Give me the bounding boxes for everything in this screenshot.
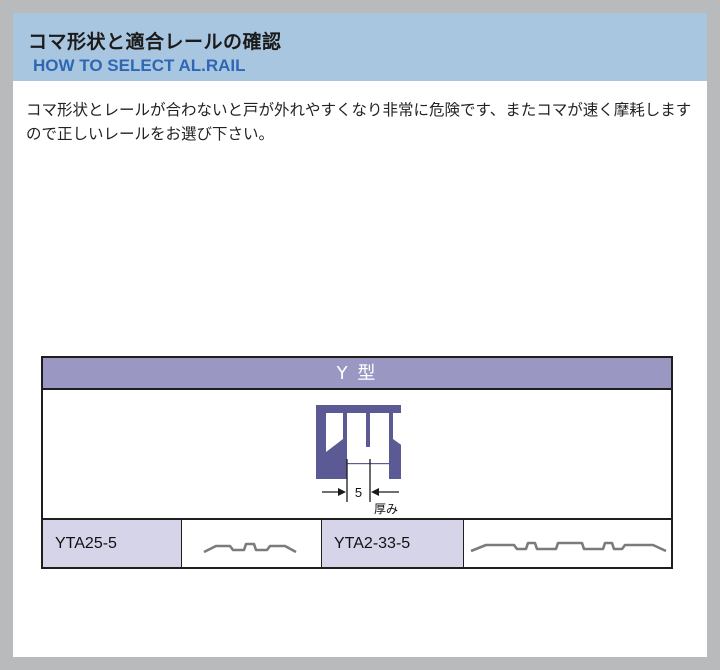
roller-cross-section-icon: 5 厚み: [316, 405, 411, 516]
roller-type-header: Y 型: [43, 358, 671, 390]
rail-selection-card: コマ形状と適合レールの確認 HOW TO SELECT AL.RAIL コマ形状…: [13, 13, 707, 657]
rail-compatibility-table: Y 型 5: [41, 356, 673, 569]
rail-profile-long-icon: [470, 541, 667, 553]
section-header: コマ形状と適合レールの確認 HOW TO SELECT AL.RAIL: [13, 13, 707, 81]
rail-row: YTA25-5 YTA2-33-5: [43, 518, 671, 567]
rail-name-cell: YTA2-33-5: [322, 520, 464, 567]
rail-profile-cell: [182, 520, 322, 567]
rail-profile-cell: [464, 520, 671, 567]
dimension-value: 5: [355, 485, 362, 500]
thickness-label: 厚み: [374, 502, 398, 516]
rail-profile-short-icon: [203, 542, 297, 554]
page-subtitle: HOW TO SELECT AL.RAIL: [33, 56, 246, 75]
rail-name-cell: YTA25-5: [43, 520, 182, 567]
page-title: コマ形状と適合レールの確認: [28, 31, 282, 53]
roller-diagram: 5 厚み: [43, 392, 671, 518]
description-text: コマ形状とレールが合わないと戸が外れやすくなり非常に危険です、またコマが速く摩耗…: [26, 101, 692, 143]
